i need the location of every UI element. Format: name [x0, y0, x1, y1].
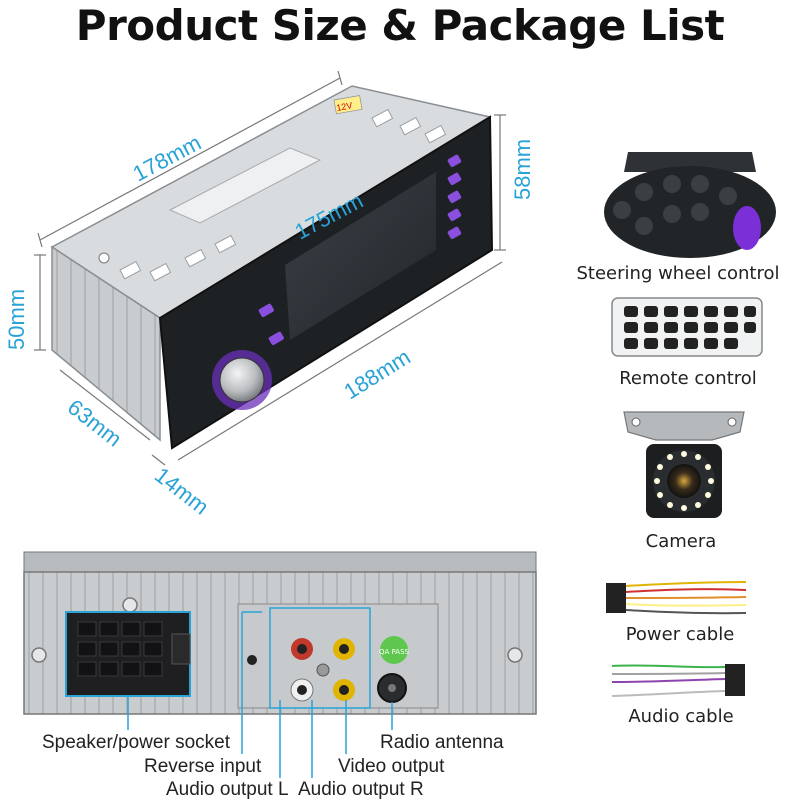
dim-left-height: 50mm	[4, 289, 29, 350]
dim-right-height: 58mm	[510, 139, 535, 200]
power-cable-image	[606, 581, 747, 615]
remote-control-image	[611, 297, 763, 357]
back-panel-view: QA PASS	[23, 551, 537, 715]
dimension-lines	[34, 70, 506, 466]
dim-panel-depth: 14mm	[150, 462, 214, 519]
package-camera-label: Camera	[646, 531, 717, 552]
voltage-label: 12V	[336, 100, 354, 113]
rca-red-jack	[291, 638, 313, 660]
volume-knob	[219, 357, 265, 403]
reverse-input-jack	[247, 655, 257, 665]
display-screen	[285, 172, 436, 340]
label-radio-antenna: Radio antenna	[380, 732, 504, 753]
back-leader-lines	[127, 611, 393, 778]
qa-pass-text: QA PASS	[379, 648, 410, 656]
label-speaker-socket: Speaker/power socket	[42, 732, 231, 753]
camera-image	[623, 411, 745, 518]
rca-yellow-jack-bottom	[333, 679, 355, 701]
ce-mark	[98, 252, 110, 264]
label-video-output: Video output	[338, 756, 445, 777]
chassis-side	[51, 245, 161, 442]
rca-yellow-jack-top	[333, 638, 355, 660]
steering-wheel-control-image	[604, 152, 776, 258]
dim-panel-width: 188mm	[339, 344, 414, 404]
package-power-cable-label: Power cable	[626, 624, 735, 645]
car-stereo-3d-view: 12V	[50, 85, 494, 450]
chassis-sticker	[168, 147, 322, 224]
audio-cable-image	[611, 664, 745, 697]
package-remote-label: Remote control	[619, 368, 757, 389]
page-title: Product Size & Package List	[75, 1, 725, 50]
package-steering-label: Steering wheel control	[577, 263, 780, 284]
package-audio-cable-label: Audio cable	[628, 706, 733, 727]
qa-pass-badge	[380, 636, 408, 664]
label-audio-output-r: Audio output R	[298, 779, 424, 800]
label-reverse-input: Reverse input	[144, 756, 262, 777]
label-audio-output-l: Audio output L	[166, 779, 289, 800]
right-buttons	[447, 154, 462, 240]
rca-white-jack	[290, 678, 314, 702]
